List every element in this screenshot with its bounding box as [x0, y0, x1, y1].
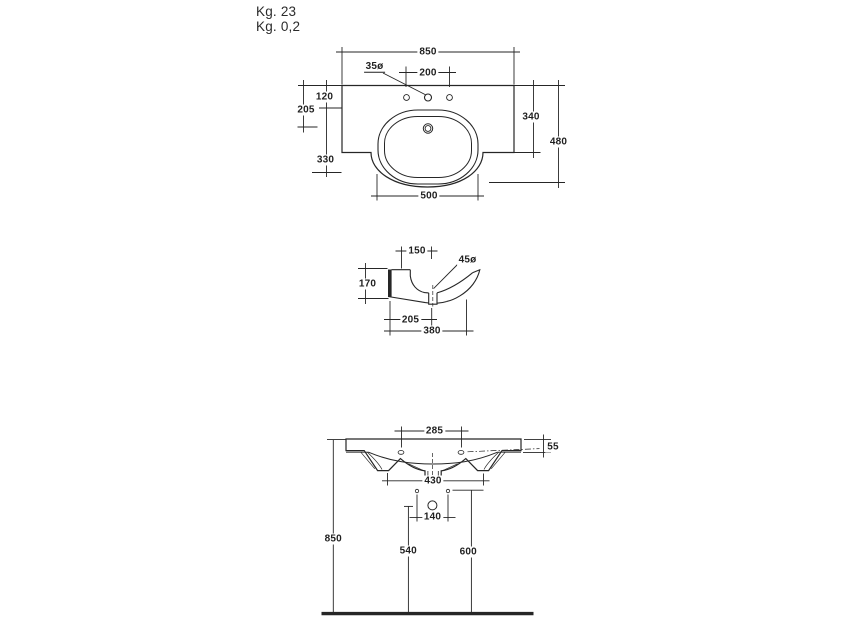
drain-inner: [424, 125, 432, 132]
drain-outer: [422, 123, 434, 134]
front-view: [321, 426, 551, 616]
right-bracket-detail: [490, 451, 506, 470]
outlet-hole: [427, 500, 438, 511]
dim-side-drain-diameter: 45ø: [456, 254, 479, 265]
dim-top-faucet-hole-diameter: 35ø: [363, 60, 386, 73]
bowl-outer-rim: [377, 109, 479, 185]
counter-outline: [341, 84, 515, 188]
dim-front-fixing-hole-spacing: 140: [421, 511, 444, 523]
dim-front-rim-height: 55: [545, 441, 561, 452]
dim-front-fixing-holes-height: 600: [457, 546, 479, 558]
fixing-hole-right: [445, 488, 451, 494]
bowl-front-outer: [446, 268, 481, 303]
dim-side-overall-depth: 380: [421, 325, 443, 337]
faucet-hole-right: [446, 94, 453, 101]
left-bracket-curve: [367, 452, 383, 470]
dim-top-back-edge-to-holes: 120: [313, 91, 336, 102]
weight-secondary: Kg. 0,2: [256, 18, 301, 34]
right-bracket-curve: [483, 452, 499, 470]
dim-top-counter-depth: 340: [520, 111, 542, 122]
underside: [387, 295, 447, 304]
leader-45: [433, 262, 460, 289]
fixing-hole-left: [414, 488, 420, 494]
weight-primary: Kg. 23: [256, 4, 297, 19]
bowl-front-inner: [436, 272, 473, 294]
dim-side-back-to-drain-center: 205: [399, 314, 422, 325]
left-bracket-detail: [360, 451, 376, 470]
dim-top-overall-depth: 480: [547, 136, 570, 147]
dim-front-bowl-base-width: 430: [422, 475, 444, 487]
bowl-inner-rim: [384, 116, 472, 178]
dim-top-faucet-hole-spacing: 200: [417, 67, 439, 78]
dim-front-rim-height-from-floor: 850: [322, 533, 344, 545]
dim-top-holes-to-bowl-front: 330: [314, 154, 337, 165]
dim-side-back-to-overflow: 150: [406, 245, 428, 257]
dim-front-trap-height: 540: [397, 545, 419, 557]
back-wall-section: [388, 269, 392, 297]
bowl-back-wall: [409, 269, 429, 294]
faucet-hole-center: [423, 93, 433, 102]
faucet-hole-left: [403, 94, 410, 101]
dim-top-back-edge-to-drain: 205: [295, 104, 317, 116]
dim-side-body-height: 170: [356, 278, 379, 290]
weight-annotations: Kg. 23 Kg. 0,2: [256, 4, 301, 34]
tap-hole-left-front: [397, 450, 405, 455]
dim-front-tap-hole-spacing: 285: [423, 425, 446, 437]
basin-front-outline: [345, 438, 522, 481]
dim-top-bowl-width: 500: [418, 190, 440, 201]
tap-hole-right-front: [457, 450, 465, 455]
bowl-rim-curve: [368, 451, 498, 465]
leader-35: [382, 72, 427, 96]
section-leader: [467, 448, 540, 453]
dim-top-overall-width: 850: [417, 46, 439, 58]
